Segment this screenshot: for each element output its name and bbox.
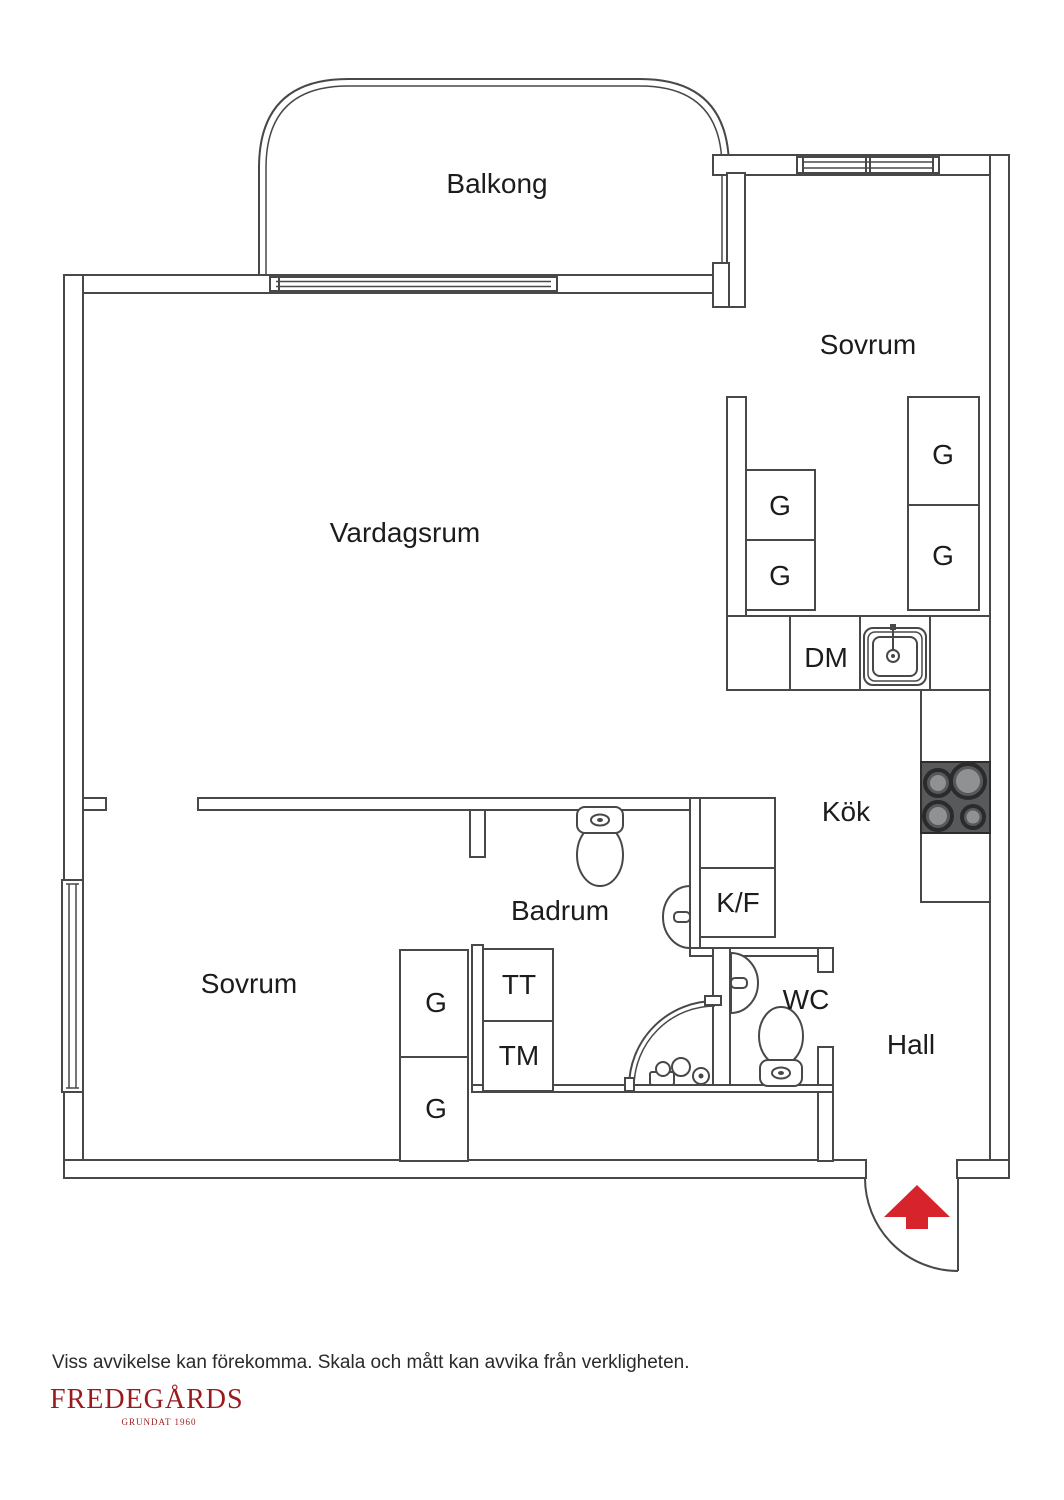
room-label-wc: WC: [782, 984, 830, 1015]
entrance-door-swing: [864, 1177, 959, 1272]
room-label-badrum: Badrum: [510, 895, 610, 926]
stove-icon: [920, 761, 991, 834]
room-label-kok: Kök: [821, 796, 871, 827]
wardrobe-label-g2: G: [769, 560, 791, 591]
wardrobe-label-g1: G: [769, 490, 791, 521]
interior-walls: [82, 172, 834, 1162]
window-left: [61, 879, 84, 1093]
washer-label: TM: [498, 1040, 540, 1071]
toilet-icon-wc: [758, 1006, 804, 1087]
room-label-hall: Hall: [886, 1029, 936, 1060]
brand-logo: FREDEGÅRDS: [50, 1384, 244, 1415]
brand-tagline: GRUNDAT 1960: [121, 1417, 197, 1427]
window-balcony-door: [269, 276, 558, 292]
balcony-outline: [258, 78, 730, 276]
fridge-freezer-label: K/F: [716, 887, 760, 918]
toilet-icon-badrum: [576, 806, 624, 887]
room-label-sovrum-ne: Sovrum: [819, 329, 917, 360]
kitchen-sink-icon: [863, 624, 927, 686]
room-label-sovrum-sw: Sovrum: [200, 968, 298, 999]
window-bedroom-ne: [796, 156, 940, 174]
dryer-label: TT: [501, 969, 537, 1000]
sink-icon-wc: [730, 951, 759, 1015]
wardrobes: [399, 396, 980, 1162]
wardrobe-label-g5: G: [425, 987, 447, 1018]
room-label-vardagsrum: Vardagsrum: [329, 517, 481, 548]
wardrobe-label-g4: G: [932, 540, 954, 571]
shower-icon: [624, 995, 722, 1092]
sink-icon-badrum: [662, 884, 691, 950]
disclaimer-text: Viss avvikelse kan förekomma. Skala och …: [52, 1352, 690, 1373]
dishwasher-label: DM: [804, 642, 848, 673]
room-label-balkong: Balkong: [446, 168, 548, 199]
entrance-arrow-icon: [884, 1185, 950, 1229]
wardrobe-label-g3: G: [932, 439, 954, 470]
wardrobe-label-g6: G: [425, 1093, 447, 1124]
